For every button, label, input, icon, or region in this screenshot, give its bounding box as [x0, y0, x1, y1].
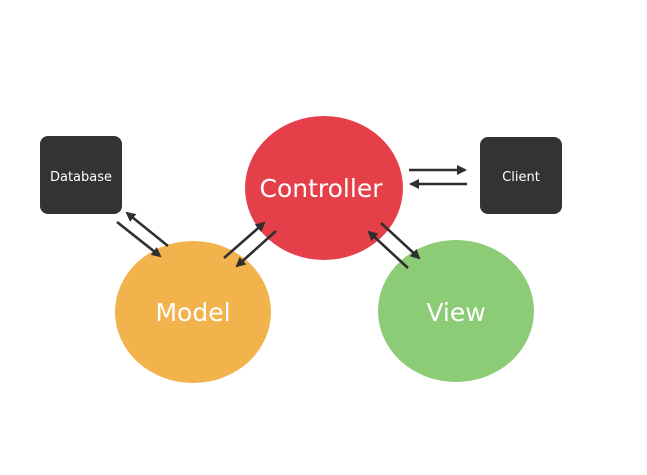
model-circle [115, 241, 271, 383]
arrow-model-to-database [125, 211, 169, 248]
arrow-database-to-model [116, 220, 162, 258]
model-label: Model [155, 298, 230, 327]
database-label: Database [50, 170, 112, 185]
client-box [480, 137, 562, 214]
controller-circle [245, 116, 403, 260]
controller-label: Controller [260, 174, 384, 203]
model-node: Model [115, 241, 271, 383]
arrow-view-to-controller [367, 230, 409, 269]
view-label: View [426, 298, 485, 327]
database-box [40, 136, 122, 214]
arrow-model-to-controller [223, 221, 266, 259]
view-node: View [378, 240, 534, 382]
controller-node: Controller [245, 116, 403, 260]
arrow-controller-to-view [380, 222, 421, 260]
client-label: Client [502, 170, 540, 185]
arrow-controller-to-model [235, 230, 277, 268]
database-node: Database [40, 136, 122, 214]
view-circle [378, 240, 534, 382]
client-node: Client [480, 137, 562, 214]
